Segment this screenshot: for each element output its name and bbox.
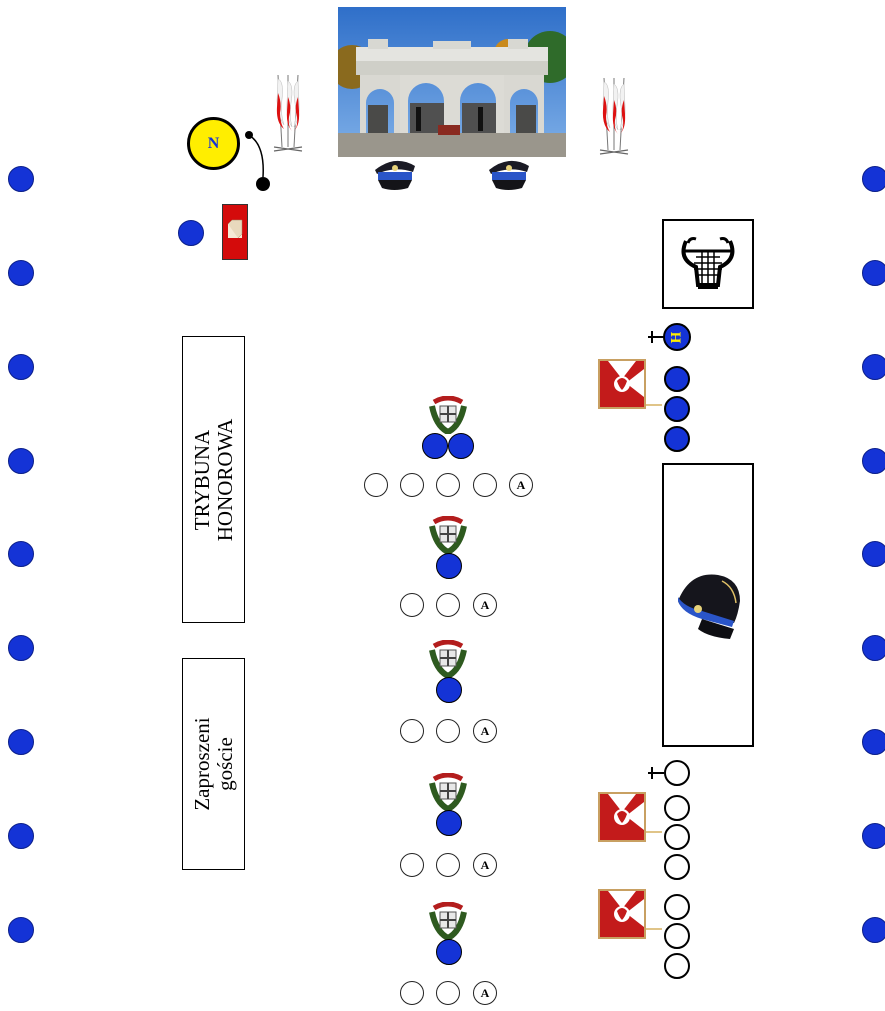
- squad-member-dot: [664, 894, 690, 920]
- banner-icon: [598, 792, 662, 844]
- squad-member-dot: [664, 824, 690, 850]
- banner-bearer-dot: [664, 426, 690, 452]
- left-guard-dot: [8, 354, 34, 380]
- orchestra-box: [662, 219, 754, 309]
- right-guard-dot: [862, 917, 885, 943]
- flags-icon: [270, 75, 306, 155]
- left-guard-dot: [8, 823, 34, 849]
- wreath-bearer-dot: [436, 553, 462, 579]
- nameplate-letter: N: [208, 135, 220, 153]
- flags-icon: [596, 78, 632, 158]
- wreath-icon: [428, 902, 468, 940]
- nameplate-circle: N: [187, 117, 240, 170]
- wreath-icon: [428, 773, 468, 811]
- right-guard-dot: [862, 729, 885, 755]
- wreath-escort-dot: [436, 593, 460, 617]
- aide-dot: A: [473, 981, 497, 1005]
- wreath-escort-dot: [436, 473, 460, 497]
- left-guard-dot: [8, 635, 34, 661]
- wreath-bearer-dot: [436, 810, 462, 836]
- aide-dot: A: [473, 719, 497, 743]
- wreath-bearer-dot: [448, 433, 474, 459]
- squad-member-dot: [664, 953, 690, 979]
- right-guard-dot: [862, 448, 885, 474]
- aide-dot: A: [509, 473, 533, 497]
- wreath-escort-dot: [436, 719, 460, 743]
- tribune-label-line2: HONOROWA: [214, 418, 237, 541]
- guests-box: Zaproszeni goście: [182, 658, 245, 870]
- microphone-icon: [240, 125, 274, 195]
- left-guard-dot: [8, 260, 34, 286]
- wreath-bearer-dot: [436, 677, 462, 703]
- aide-dot: A: [473, 593, 497, 617]
- guests-label: Zaproszeni goście: [190, 717, 236, 810]
- left-guard-dot: [8, 917, 34, 943]
- left-guard-dot: [8, 166, 34, 192]
- sword-icon: [648, 766, 664, 780]
- lyre-icon: [664, 221, 752, 307]
- wreath-escort-dot: [364, 473, 388, 497]
- wreath-escort-dot: [400, 853, 424, 877]
- wreath-bearer-dot: [436, 939, 462, 965]
- wreath-escort-dot: [400, 593, 424, 617]
- wreath-escort-dot: [436, 853, 460, 877]
- police-cap-icon: [674, 567, 744, 641]
- squad-member-dot: [664, 854, 690, 880]
- guests-label-line2: goście: [214, 717, 237, 810]
- squad-member-dot: [664, 795, 690, 821]
- wreath-escort-dot: [400, 719, 424, 743]
- wreath-escort-dot: [436, 981, 460, 1005]
- wreath-escort-dot: [400, 473, 424, 497]
- guests-label-line1: Zaproszeni: [190, 717, 213, 810]
- wreath-escort-dot: [473, 473, 497, 497]
- left-guard-dot: [8, 541, 34, 567]
- wreath-icon: [428, 516, 468, 554]
- police-cap-icon: [486, 158, 532, 194]
- right-guard-dot: [862, 354, 885, 380]
- banner-icon: [598, 359, 662, 411]
- lectern-icon: [222, 204, 248, 260]
- wreath-icon: [428, 396, 468, 434]
- right-guard-dot: [862, 823, 885, 849]
- company-box: [662, 463, 754, 747]
- banner-bearer-dot: [664, 396, 690, 422]
- wreath-escort-dot: [400, 981, 424, 1005]
- speaker-dot: [178, 220, 204, 246]
- right-guard-dot: [862, 541, 885, 567]
- banner-bearer-dot: [664, 366, 690, 392]
- commander-letter: H: [668, 331, 685, 343]
- banner-icon: [598, 889, 662, 941]
- wreath-bearer-dot: [422, 433, 448, 459]
- tribune-label-line1: TRYBUNA: [190, 418, 213, 541]
- police-cap-icon: [372, 158, 418, 194]
- tribune-box: TRYBUNA HONOROWA: [182, 336, 245, 623]
- wreath-icon: [428, 640, 468, 678]
- squad-member-dot: [664, 923, 690, 949]
- commander-dot: H: [663, 323, 691, 351]
- squad-member-dot: [664, 760, 690, 786]
- tribune-label: TRYBUNA HONOROWA: [190, 418, 236, 541]
- right-guard-dot: [862, 166, 885, 192]
- right-guard-dot: [862, 260, 885, 286]
- left-guard-dot: [8, 448, 34, 474]
- left-guard-dot: [8, 729, 34, 755]
- aide-dot: A: [473, 853, 497, 877]
- monument-photo: [338, 7, 566, 157]
- sword-icon: [648, 330, 664, 344]
- right-guard-dot: [862, 635, 885, 661]
